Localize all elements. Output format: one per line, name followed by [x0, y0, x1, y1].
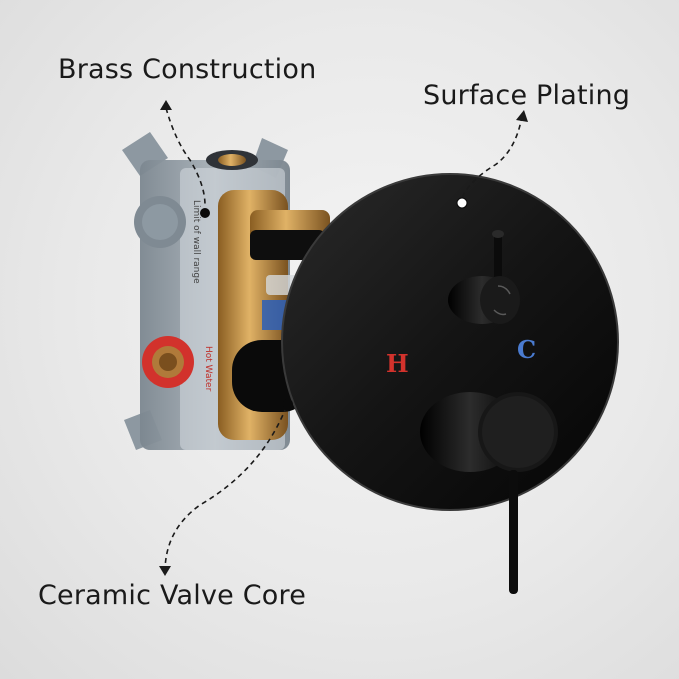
- hot-water-inlet: [142, 336, 194, 388]
- surface-arrowhead-icon: [516, 110, 528, 122]
- diverter-handle: [448, 230, 520, 324]
- callout-dots: [200, 197, 468, 409]
- box-markings: Hot Water Limit of wall range: [191, 200, 213, 392]
- brass-arrowhead-icon: [160, 100, 172, 110]
- mixing-handle: [420, 392, 558, 594]
- surface-callout-dot: [456, 197, 468, 209]
- ceramic-valve-core-label: Ceramic Valve Core: [38, 580, 307, 611]
- callout-leaders: [164, 107, 523, 573]
- brass-callout-dot: [200, 208, 210, 218]
- brass-leader-line: [165, 107, 206, 206]
- ceramic-callout-dot: [283, 399, 293, 409]
- range-hint-marking: Limit of wall range: [191, 200, 201, 284]
- callout-arrowheads: [159, 100, 528, 576]
- hot-water-marking: Hot Water: [203, 346, 213, 392]
- brass-construction-label: Brass Construction: [58, 54, 317, 85]
- ceramic-arrowhead-icon: [159, 566, 171, 576]
- surface-plating-label: Surface Plating: [423, 80, 631, 111]
- ceramic-leader-line: [164, 409, 286, 573]
- hot-marker: H: [386, 349, 409, 378]
- surface-leader-line: [461, 115, 523, 199]
- cold-marker: C: [517, 335, 536, 364]
